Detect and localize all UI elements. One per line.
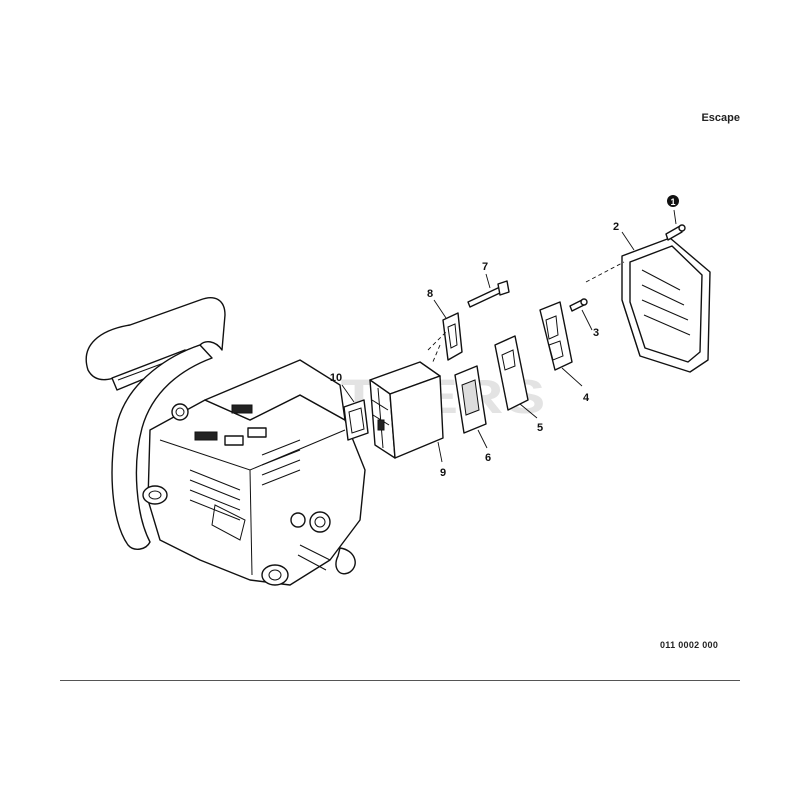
part-plate-8 [442, 312, 463, 361]
drawing-number: 011 0002 000 [660, 640, 719, 650]
callout-1: 1 [670, 197, 675, 207]
callout-5: 5 [537, 422, 543, 434]
leader-lines [341, 209, 677, 463]
callouts: 1 2 3 4 5 6 7 8 9 10 [330, 195, 679, 479]
callout-7: 7 [482, 261, 488, 273]
engine-assembly [85, 297, 366, 586]
callout-4: 4 [583, 392, 590, 404]
part-muffler-9 [369, 361, 444, 459]
part-screen-6 [454, 365, 487, 434]
callout-2: 2 [613, 221, 619, 233]
callout-6: 6 [485, 452, 491, 464]
part-screw-3 [569, 298, 588, 312]
footer-divider [60, 680, 740, 681]
callout-3: 3 [593, 327, 599, 339]
assembly-lines [427, 261, 625, 365]
part-cover-2 [621, 237, 711, 373]
callout-10: 10 [330, 372, 342, 384]
part-deflector-5 [494, 335, 529, 411]
callout-1-marker [667, 195, 679, 207]
callout-8: 8 [427, 288, 433, 300]
part-screw-1 [665, 224, 686, 241]
part-bracket-4 [539, 301, 573, 371]
diagram-title: Escape [701, 112, 740, 124]
callout-9: 9 [440, 467, 446, 479]
part-gasket-10 [343, 399, 369, 441]
part-bolt-7 [467, 280, 510, 308]
